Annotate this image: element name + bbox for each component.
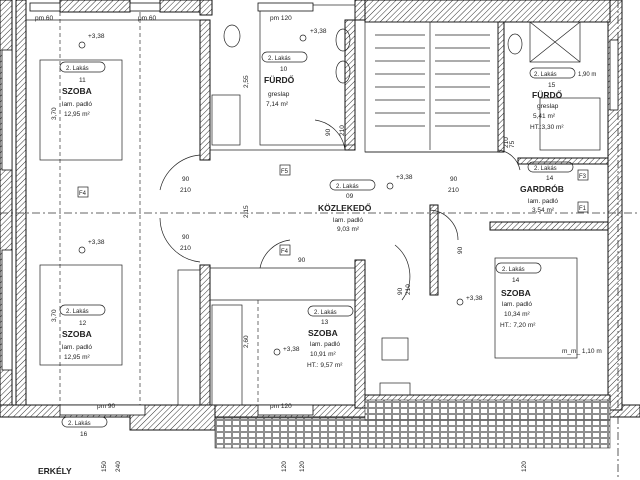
dim-label: pm 120 — [270, 403, 292, 410]
dim-label: 90 — [182, 234, 190, 241]
dim-label: 3,70 — [51, 107, 58, 120]
dimensions: pm 60 pm 60 pm 120 pm 90 pm 120 m_m_ 1,1… — [35, 15, 602, 472]
room-floor: lam. padló — [528, 198, 558, 205]
level-mark: +3,38 — [88, 33, 105, 40]
room-tag: 2. Lakás — [314, 310, 337, 316]
room-area: 3,54 m² — [532, 207, 555, 214]
dim-label: 75 — [509, 140, 516, 148]
room-area: 5,41 m² — [533, 113, 556, 120]
f-markers: F4 F4 F5 F3 F1 — [77, 164, 589, 256]
room-number: 10 — [280, 66, 288, 73]
room-number: 13 — [321, 319, 329, 326]
roof-band — [214, 399, 611, 449]
dim-label: 210 — [448, 187, 459, 194]
room-tag: 2. Lakás — [268, 56, 291, 62]
marker-label: F4 — [281, 249, 289, 255]
dim-label: 240 — [115, 461, 122, 472]
room-extra: 1,90 m — [578, 72, 596, 78]
door-swings — [159, 119, 521, 301]
windows — [1, 2, 619, 416]
room-area: 12,95 m² — [64, 111, 90, 118]
room-name: GARDRÓB — [520, 183, 564, 194]
room-area: 10,34 m² — [504, 311, 530, 318]
room-number: 14 — [512, 277, 520, 284]
dim-label: 2,60 — [243, 335, 250, 348]
room-name: ERKÉLY — [38, 466, 72, 476]
level-mark: +3,38 — [310, 28, 327, 35]
room-area: 10,91 m² — [310, 351, 336, 358]
room-name: FÜRDŐ — [532, 89, 563, 100]
room-tag: 2. Lakás — [534, 166, 557, 172]
dim-label: 120 — [521, 461, 528, 472]
room-name: SZOBA — [62, 329, 92, 339]
level-markers: +3,38 +3,38 +3,38 +3,38 +3,38 +3,38 — [78, 28, 483, 356]
dim-label: 90 — [325, 128, 332, 136]
room-number: 12 — [79, 320, 87, 327]
room-ht: HT.:3,30 m² — [530, 124, 564, 131]
fixtures — [223, 21, 581, 396]
room-floor: lam. padló — [310, 341, 340, 348]
dim-label: 90 — [397, 287, 404, 295]
dim-label: pm 60 — [138, 15, 156, 22]
dim-label: 90 — [298, 257, 306, 264]
dim-label: 90 — [457, 246, 464, 254]
room-tag: 2. Lakás — [336, 184, 359, 190]
room-area: 9,03 m² — [337, 226, 360, 233]
dim-label: 90 — [450, 176, 458, 183]
room-name: FÜRDŐ — [264, 74, 295, 85]
room-tag: 2. Lakás — [68, 421, 91, 427]
dim-label: pm 60 — [35, 15, 53, 22]
dim-label: 2,55 — [243, 75, 250, 88]
room-floor: lam. padló — [333, 217, 363, 224]
level-mark: +3,38 — [283, 346, 300, 353]
dim-label: 3,70 — [51, 309, 58, 322]
level-mark: +3,38 — [88, 239, 105, 246]
room-floor: lam. padló — [62, 344, 92, 351]
staircase — [364, 21, 499, 153]
dim-label: 210 — [180, 245, 191, 252]
room-number: 15 — [548, 82, 556, 89]
room-tag: 2. Lakás — [502, 267, 525, 273]
marker-label: F5 — [281, 169, 289, 175]
room-number: 14 — [546, 175, 554, 182]
room-ht: HT.: 7,20 m² — [500, 322, 536, 329]
room-ht: HT.: 9,57 m² — [307, 362, 343, 369]
dim-label: 120 — [281, 461, 288, 472]
dim-label: 210 — [339, 125, 346, 136]
level-mark: +3,38 — [466, 295, 483, 302]
room-number: 09 — [346, 193, 354, 200]
room-name: KÖZLEKEDŐ — [318, 202, 372, 213]
dim-label: 210 — [405, 284, 412, 295]
room-number: 16 — [80, 431, 88, 438]
dim-label: pm 90 — [97, 403, 115, 410]
room-floor: greslap — [268, 91, 290, 98]
dim-label: 120 — [299, 461, 306, 472]
room-floor: greslap — [537, 103, 559, 110]
dim-label: m_m_ 1,10 m — [562, 348, 602, 355]
room-name: SZOBA — [501, 288, 531, 298]
room-tag: 2. Lakás — [66, 309, 89, 315]
dim-label: pm 120 — [270, 15, 292, 22]
dim-label: 210 — [180, 187, 191, 194]
room-floor: lam. padló — [62, 101, 92, 108]
dim-label: 2,15 — [243, 205, 250, 218]
room-tag: 2. Lakás — [534, 72, 557, 78]
room-floor: lam. padló — [502, 301, 532, 308]
room-area: 12,95 m² — [64, 354, 90, 361]
room-labels: 2. Lakás 11 SZOBA lam. padló 12,95 m² 2.… — [38, 51, 596, 476]
room-name: SZOBA — [62, 86, 92, 96]
level-mark: +3,38 — [396, 174, 413, 181]
dim-label: 90 — [182, 176, 190, 183]
room-name: SZOBA — [308, 328, 338, 338]
room-tag: 2. Lakás — [66, 66, 89, 72]
dim-label: 150 — [101, 461, 108, 472]
dim-label: 210 — [503, 137, 510, 148]
marker-label: F3 — [579, 174, 587, 180]
marker-label: F4 — [79, 191, 87, 197]
marker-label: F1 — [579, 206, 587, 212]
room-area: 7,14 m² — [266, 101, 289, 108]
room-number: 11 — [79, 77, 86, 84]
